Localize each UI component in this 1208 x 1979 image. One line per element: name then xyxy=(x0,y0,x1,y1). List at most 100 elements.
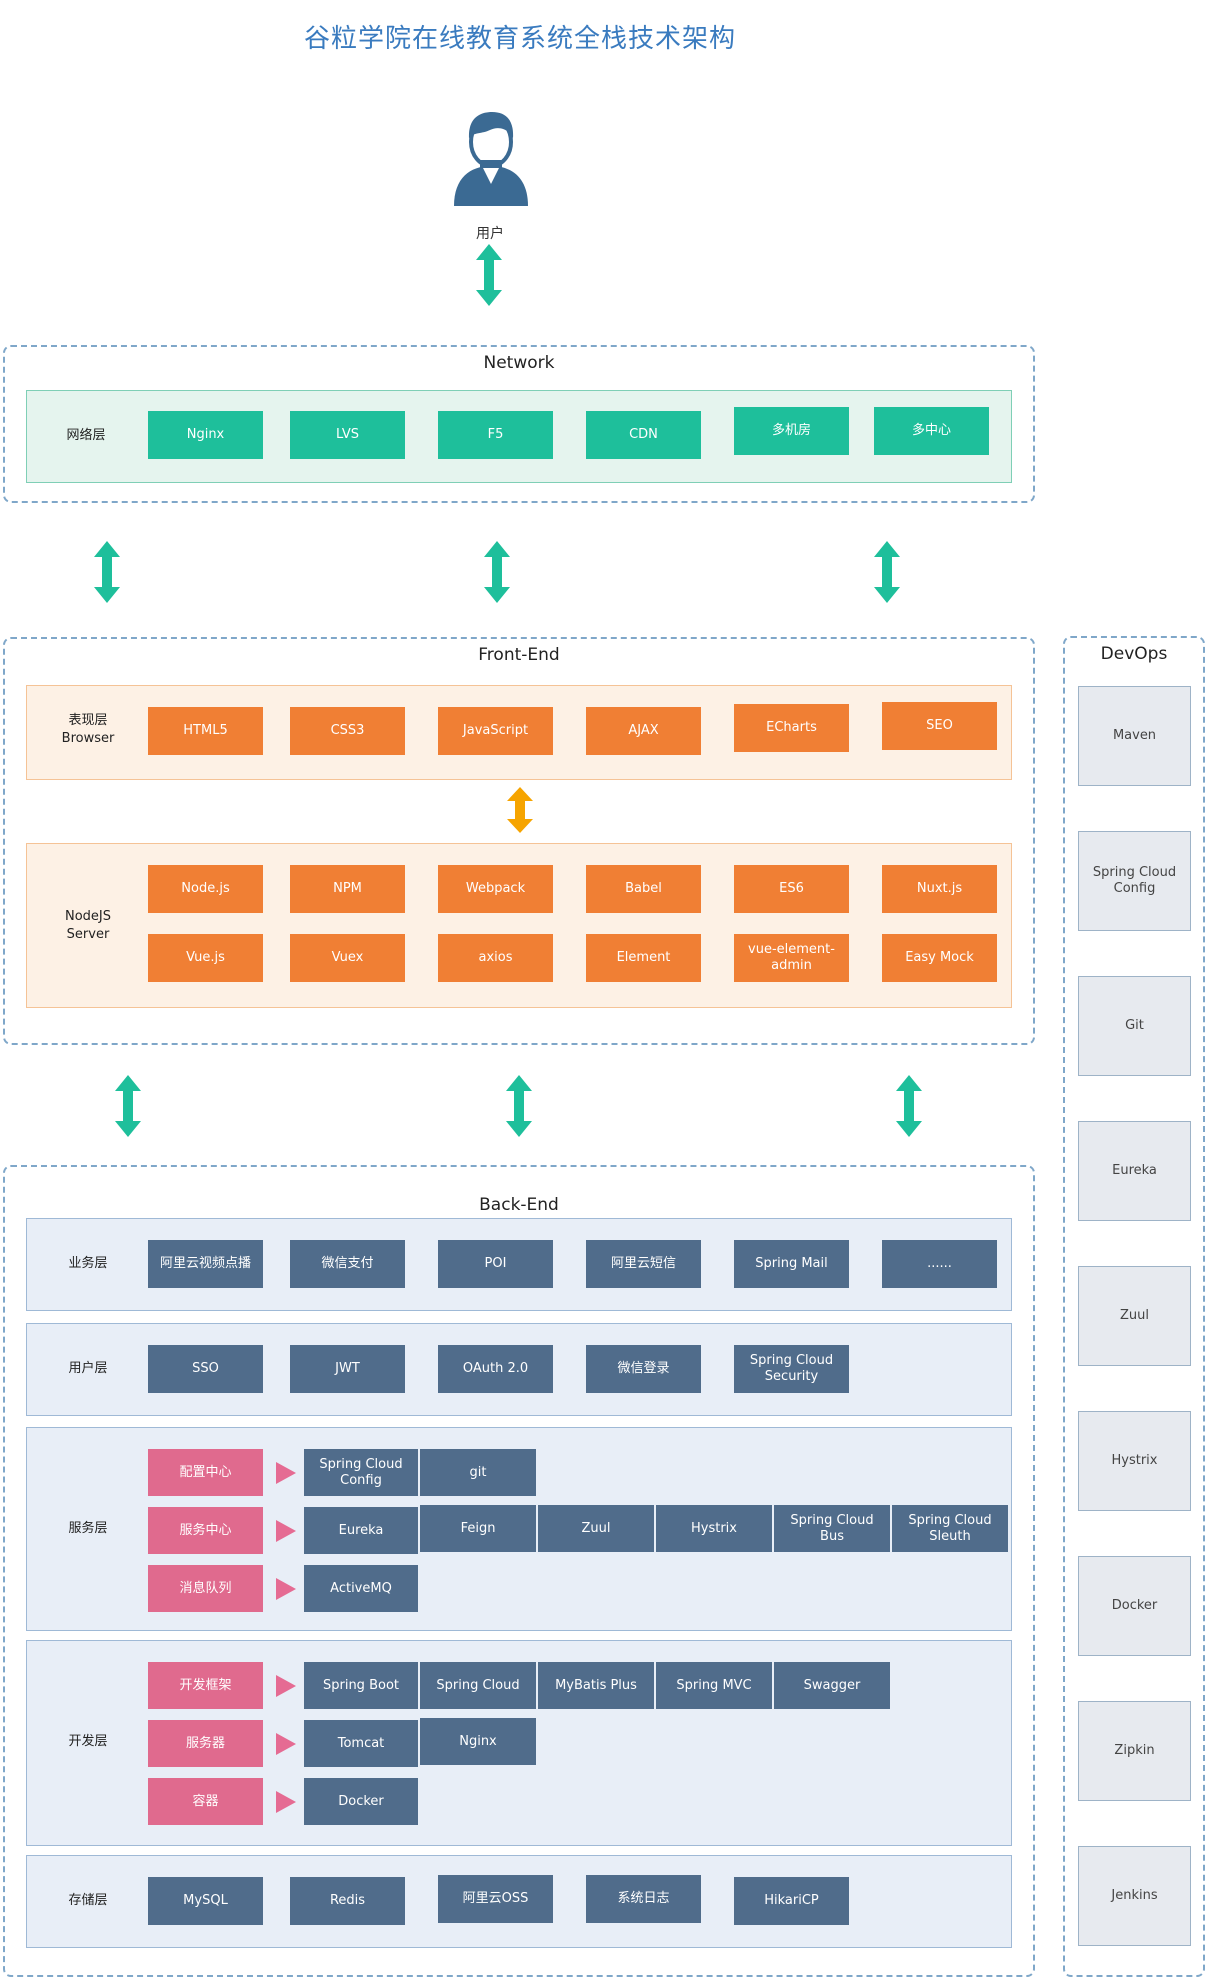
nodejs-item: Vuex xyxy=(290,934,405,982)
pointer-icon xyxy=(276,1520,296,1542)
nodejs-item: Vue.js xyxy=(148,934,263,982)
dev-item: Nginx xyxy=(420,1718,536,1765)
pointer-icon xyxy=(276,1462,296,1484)
user-icon xyxy=(454,112,528,206)
nodejs-item: NPM xyxy=(290,865,405,913)
nodejs-item: Node.js xyxy=(148,865,263,913)
frontend-title: Front-End xyxy=(478,645,560,665)
dev-item: MyBatis Plus xyxy=(538,1662,654,1709)
business-item: 阿里云短信 xyxy=(586,1240,701,1288)
devops-item: Spring Cloud Config xyxy=(1078,831,1191,931)
double-arrow-icon xyxy=(507,787,533,833)
business-item: 微信支付 xyxy=(290,1240,405,1288)
devops-item: Maven xyxy=(1078,686,1191,786)
business-item: 阿里云视频点播 xyxy=(148,1240,263,1288)
nodejs-item: vue-element-admin xyxy=(734,934,849,982)
pointer-icon xyxy=(276,1791,296,1813)
nodejs-band-label: NodeJS Server xyxy=(64,909,111,942)
devops-item: Eureka xyxy=(1078,1121,1191,1221)
user-label: 用户 xyxy=(476,226,504,242)
message-queue-tag: 消息队列 xyxy=(148,1565,263,1612)
service-item: Spring Cloud Config xyxy=(304,1449,418,1496)
service-item: git xyxy=(420,1449,536,1496)
nodejs-item: axios xyxy=(438,934,553,982)
user-layer-item: OAuth 2.0 xyxy=(438,1345,553,1393)
network-band-label: 网络层 xyxy=(66,428,106,443)
business-band-label: 业务层 xyxy=(68,1256,108,1271)
service-item: Spring Cloud Sleuth xyxy=(892,1505,1008,1552)
business-item: ...... xyxy=(882,1240,997,1288)
framework-tag: 开发框架 xyxy=(148,1662,263,1709)
storage-item: 阿里云OSS xyxy=(438,1875,553,1923)
network-item: 多机房 xyxy=(734,407,849,455)
double-arrow-icon xyxy=(476,244,502,306)
dev-item: Tomcat xyxy=(304,1720,418,1767)
browser-item: CSS3 xyxy=(290,707,405,755)
config-center-tag: 配置中心 xyxy=(148,1449,263,1496)
backend-section: Back-End xyxy=(3,1165,1035,1977)
user-layer-item: JWT xyxy=(290,1345,405,1393)
network-item: CDN xyxy=(586,411,701,459)
devops-section: DevOps xyxy=(1063,636,1205,1977)
double-arrow-icon xyxy=(484,541,510,603)
user-layer-item: SSO xyxy=(148,1345,263,1393)
storage-item: HikariCP xyxy=(734,1877,849,1925)
service-band-label: 服务层 xyxy=(68,1521,108,1536)
double-arrow-icon xyxy=(874,541,900,603)
server-tag: 服务器 xyxy=(148,1720,263,1767)
devops-item: Docker xyxy=(1078,1556,1191,1656)
nodejs-item: Webpack xyxy=(438,865,553,913)
devops-title: DevOps xyxy=(1100,644,1168,664)
dev-item: Docker xyxy=(304,1778,418,1825)
business-item: POI xyxy=(438,1240,553,1288)
double-arrow-icon xyxy=(115,1075,141,1137)
user-layer-band-label: 用户层 xyxy=(68,1361,108,1376)
dev-band-label: 开发层 xyxy=(68,1734,108,1749)
browser-item: JavaScript xyxy=(438,707,553,755)
browser-item: HTML5 xyxy=(148,707,263,755)
network-section: Network xyxy=(3,345,1035,503)
diagram-title: 谷粒学院在线教育系统全栈技术架构 xyxy=(303,24,736,54)
dev-item: Spring Boot xyxy=(304,1662,418,1709)
double-arrow-icon xyxy=(94,541,120,603)
network-item: 多中心 xyxy=(874,407,989,455)
double-arrow-icon xyxy=(506,1075,532,1137)
network-item: LVS xyxy=(290,411,405,459)
storage-band-label: 存储层 xyxy=(68,1893,108,1908)
service-item: Feign xyxy=(420,1505,536,1552)
nodejs-item: ES6 xyxy=(734,865,849,913)
dev-item: Spring Cloud xyxy=(420,1662,536,1709)
devops-item: Git xyxy=(1078,976,1191,1076)
devops-item: Jenkins xyxy=(1078,1846,1191,1946)
frontend-section: Front-End xyxy=(3,637,1035,1045)
backend-title: Back-End xyxy=(479,1195,559,1215)
network-title: Network xyxy=(483,353,555,373)
network-item: Nginx xyxy=(148,411,263,459)
dev-item: Spring MVC xyxy=(656,1662,772,1709)
devops-item: Zuul xyxy=(1078,1266,1191,1366)
storage-item: Redis xyxy=(290,1877,405,1925)
service-item: Eureka xyxy=(304,1507,418,1554)
browser-item: SEO xyxy=(882,702,997,750)
user-layer-item: Spring Cloud Security xyxy=(734,1345,849,1393)
storage-item: MySQL xyxy=(148,1877,263,1925)
service-item: Zuul xyxy=(538,1505,654,1552)
service-center-tag: 服务中心 xyxy=(148,1507,263,1554)
nodejs-item: Easy Mock xyxy=(882,934,997,982)
container-tag: 容器 xyxy=(148,1778,263,1825)
pointer-icon xyxy=(276,1733,296,1755)
dev-item: Swagger xyxy=(774,1662,890,1709)
service-item: ActiveMQ xyxy=(304,1565,418,1612)
business-item: Spring Mail xyxy=(734,1240,849,1288)
storage-item: 系统日志 xyxy=(586,1875,701,1923)
devops-item: Hystrix xyxy=(1078,1411,1191,1511)
devops-item: Zipkin xyxy=(1078,1701,1191,1801)
service-item: Spring Cloud Bus xyxy=(774,1505,890,1552)
browser-item: ECharts xyxy=(734,704,849,752)
browser-band-label: 表现层 Browser xyxy=(61,713,115,746)
browser-item: AJAX xyxy=(586,707,701,755)
pointer-icon xyxy=(276,1578,296,1600)
user-layer-item: 微信登录 xyxy=(586,1345,701,1393)
double-arrow-icon xyxy=(896,1075,922,1137)
nodejs-item: Babel xyxy=(586,865,701,913)
